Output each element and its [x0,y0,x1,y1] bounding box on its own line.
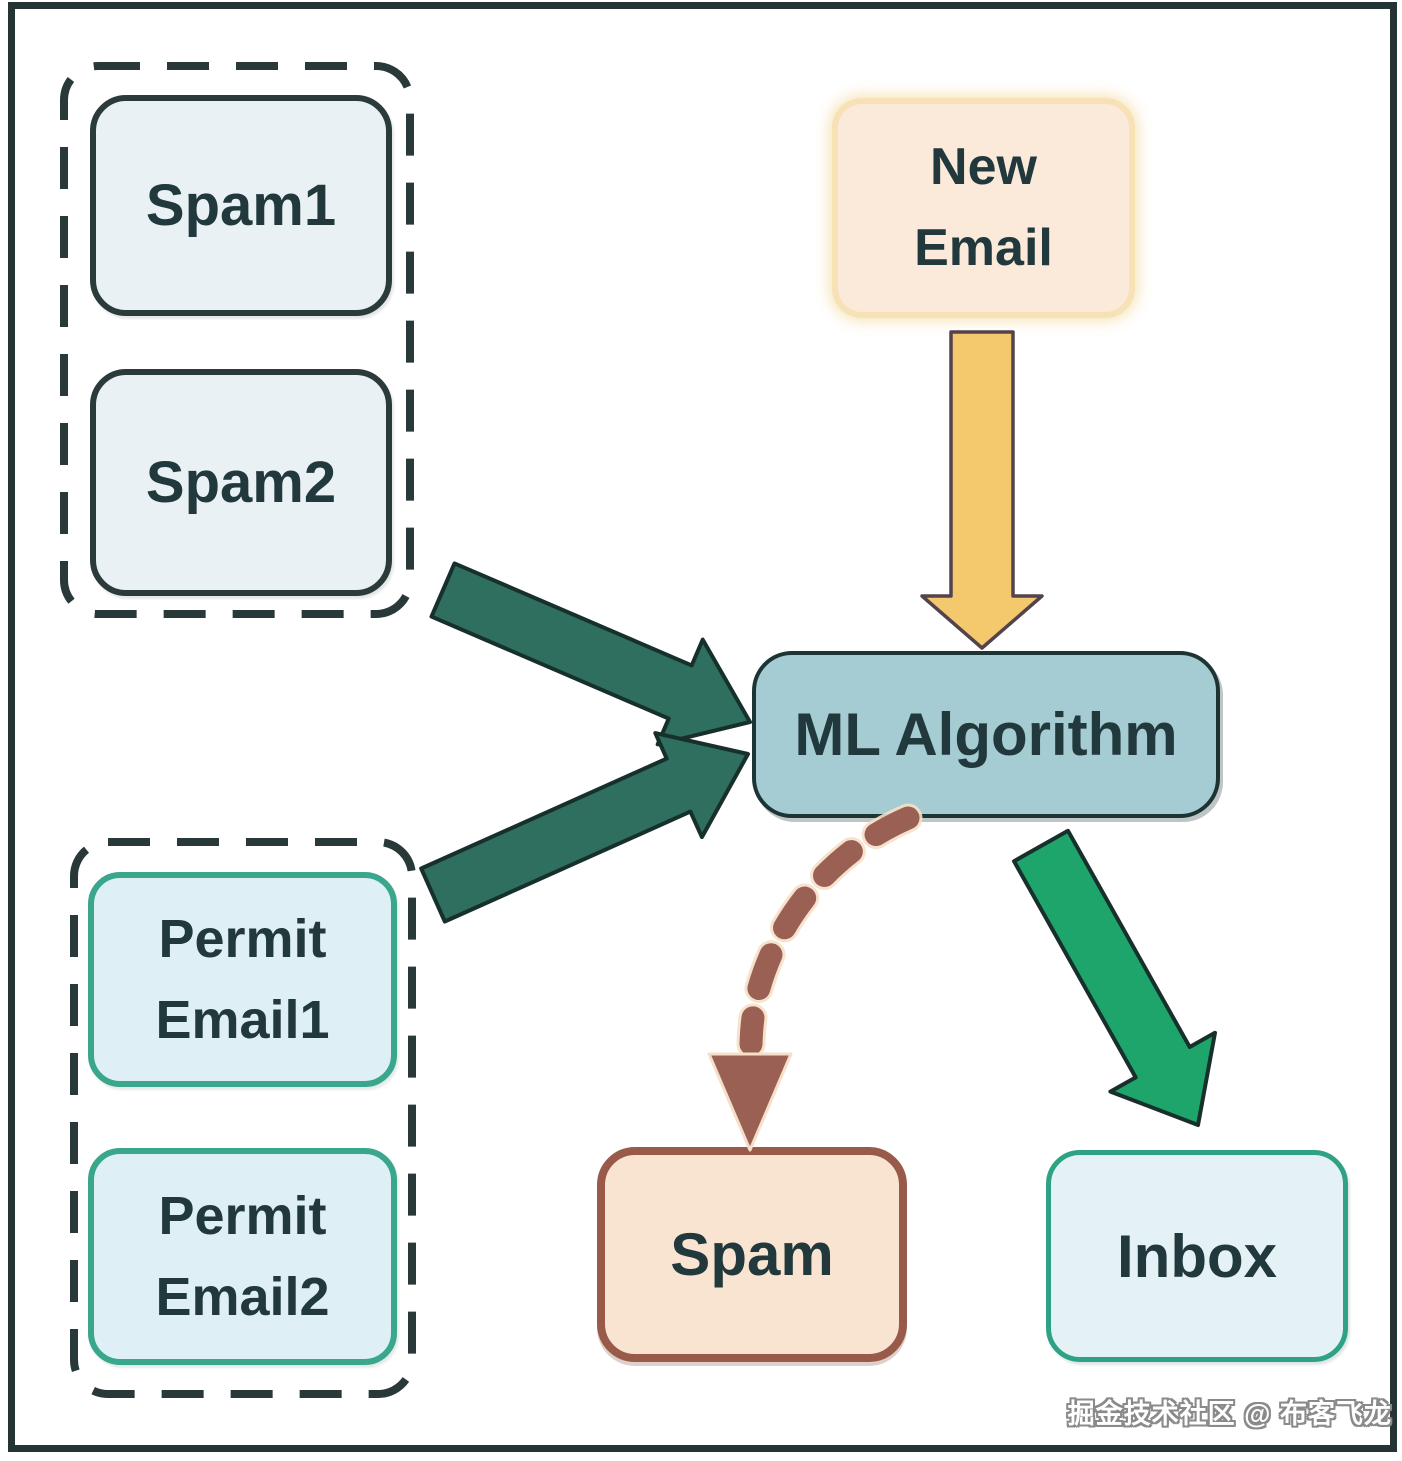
permit-train-to-ml-arrow [419,731,750,924]
ml-to-spam-dashed-arrow [739,806,920,1056]
ml-algorithm-node: ML Algorithm [752,651,1220,818]
ml-to-spam-dashed-arrow-halo [736,803,923,1059]
permit-email1-node: Permit Email1 [88,872,397,1087]
permit-email2-label: Permit Email2 [155,1185,330,1327]
spam1-node: Spam1 [90,95,392,316]
ml-to-spam-arrowhead [707,1052,793,1152]
permit-email1-label: Permit Email1 [155,908,330,1050]
ml-to-inbox-arrow [1012,828,1217,1127]
spam1-label: Spam1 [145,173,337,238]
permit-email2-node: Permit Email2 [88,1148,397,1365]
spam-output-label: Spam [670,1221,834,1288]
spam2-label: Spam2 [145,450,337,515]
spam-output-node: Spam [597,1147,907,1362]
spam2-node: Spam2 [90,369,392,596]
spam-train-to-ml-arrow [429,561,752,747]
new-email-label: New Email [914,138,1053,277]
new-email-node: New Email [832,98,1135,318]
new-email-to-ml-arrow [920,330,1044,650]
ml-algorithm-label: ML Algorithm [794,701,1178,768]
inbox-label: Inbox [1117,1222,1277,1290]
watermark-text: 掘金技术社区 @ 布客飞龙 [1067,1399,1392,1429]
inbox-node: Inbox [1046,1150,1348,1362]
